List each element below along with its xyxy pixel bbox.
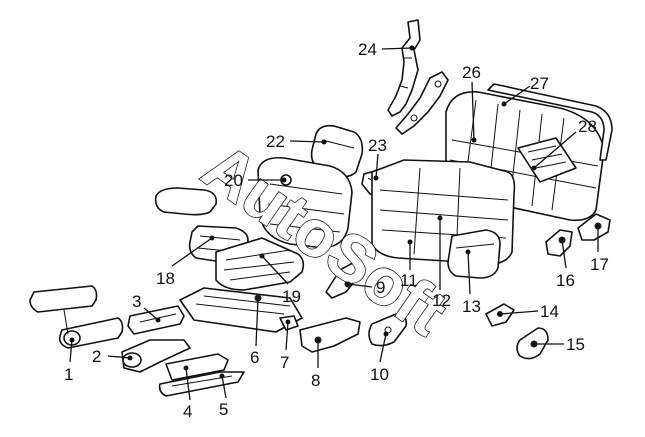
callout-label-3: 3 [132,292,141,311]
callout-label-28: 28 [578,117,597,136]
callout-label-4: 4 [183,402,192,421]
armrest-pad [154,187,218,216]
callout-label-14: 14 [540,302,559,321]
callout-label-22: 22 [266,132,285,151]
part-28-pad [517,137,577,183]
part-13-cushion-block [447,229,501,279]
callout-label-24: 24 [358,40,377,59]
callout-label-11: 11 [400,271,418,290]
callout-label-7: 7 [280,353,289,372]
callout-label-12: 12 [432,291,451,310]
callout-label-16: 16 [556,271,575,290]
part-27-back-rail [487,83,613,161]
parts-drawing [29,19,613,397]
hinge-plate [395,71,449,135]
callout-label-18: 18 [156,269,175,288]
callout-label-27: 27 [530,74,549,93]
callout-label-6: 6 [250,348,259,367]
callout-label-13: 13 [462,297,481,316]
callout-label-10: 10 [370,365,389,384]
part-4-rail [165,353,229,381]
part-2-lever [121,339,191,373]
part-16-hinge [545,229,573,257]
part-1-rod [29,285,124,349]
callout-label-20: 20 [224,171,243,190]
callout-label-23: 23 [368,136,387,155]
callout-label-15: 15 [566,335,585,354]
part-6-seat-base [179,287,303,333]
part-24-bracket [387,19,421,117]
part-17-hinge [577,213,611,241]
callout-label-8: 8 [311,371,320,390]
callout-label-9: 9 [376,278,385,297]
callout-label-26: 26 [462,63,481,82]
callout-label-1: 1 [64,365,73,384]
callout-label-2: 2 [92,347,101,366]
callout-label-5: 5 [219,400,228,419]
callouts: 1 2 3 4 5 6 7 8 9 10 [64,40,609,421]
callout-label-19: 19 [282,287,301,306]
part-8-side-rail [299,317,361,353]
callout-label-17: 17 [590,255,609,274]
